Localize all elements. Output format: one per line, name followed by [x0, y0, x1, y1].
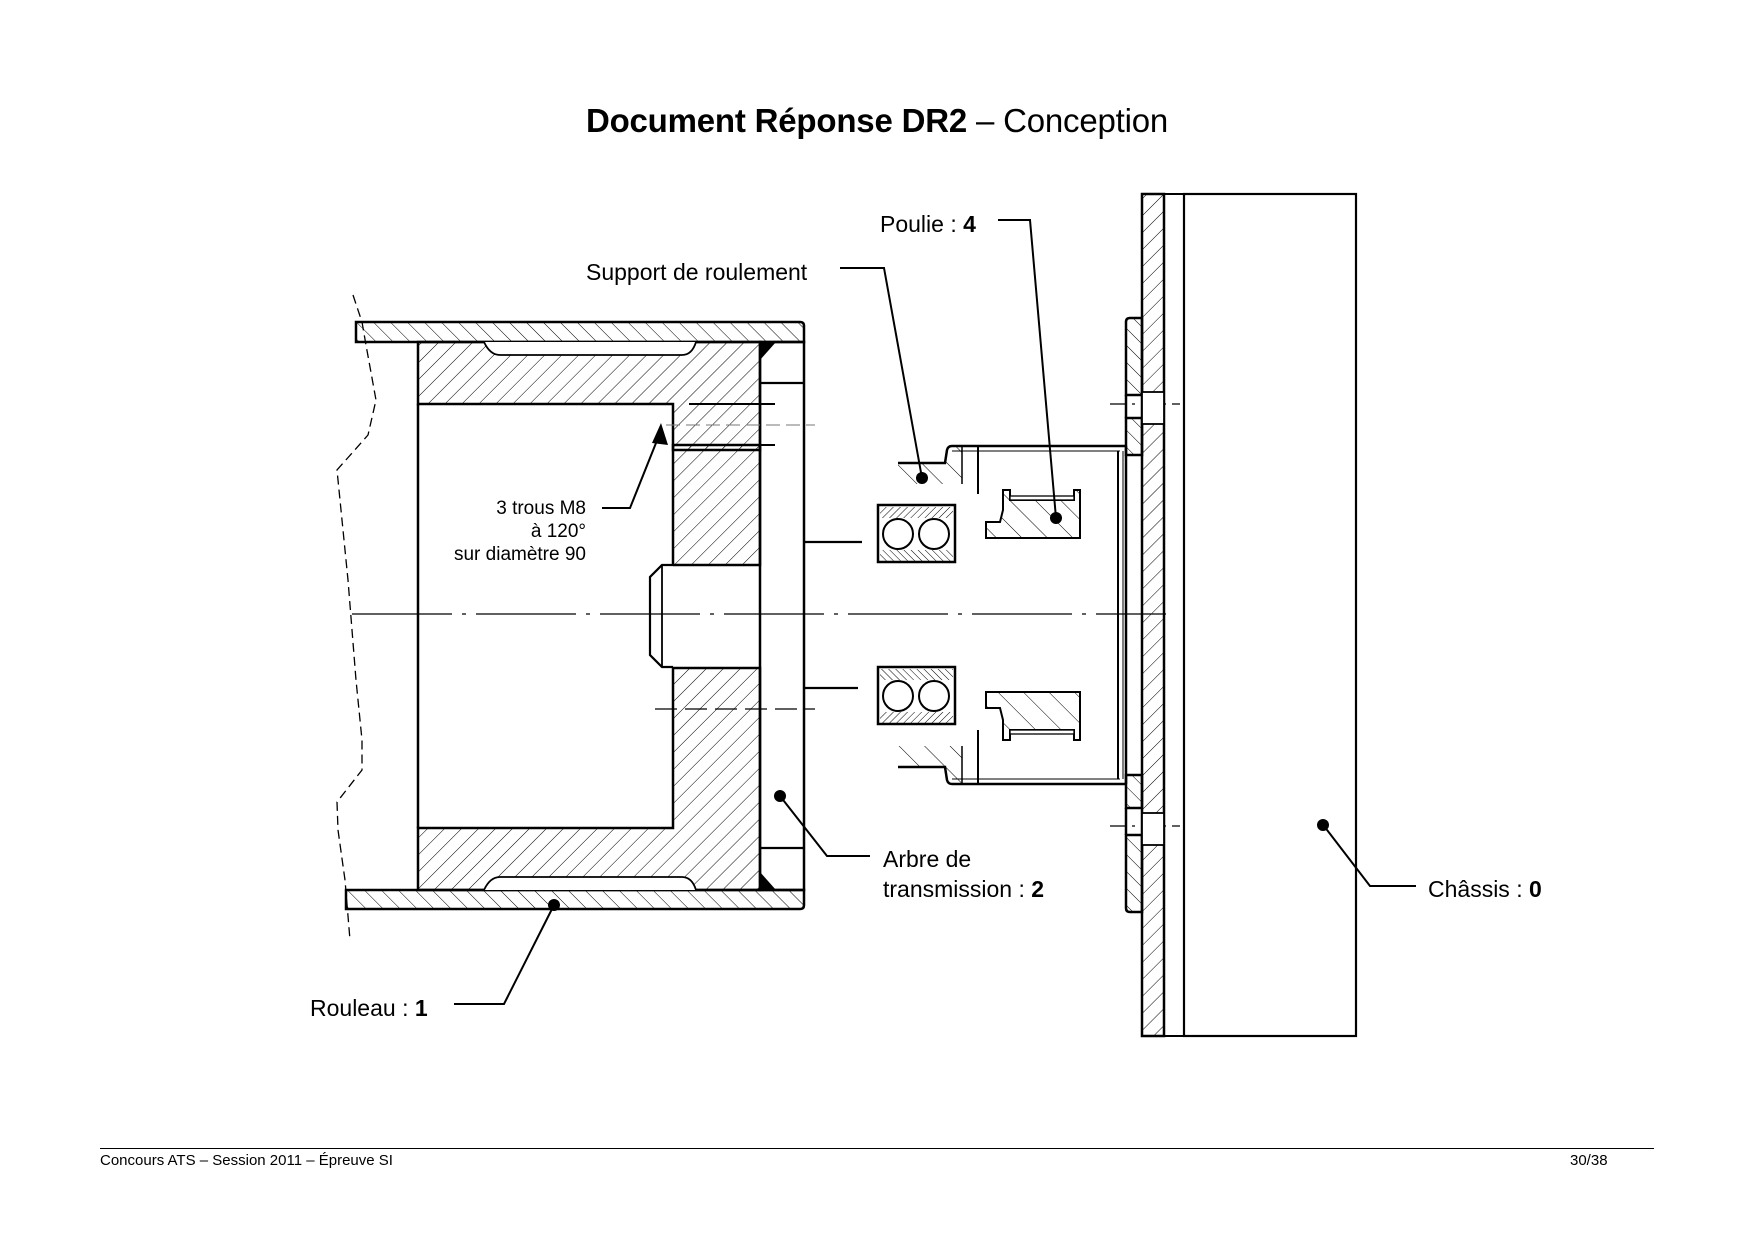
label-support-roulement: Support de roulement [586, 257, 807, 287]
title-bold: Document Réponse DR2 [585, 102, 967, 139]
roller-part-1 [336, 294, 806, 941]
label-poulie-number: 4 [963, 211, 976, 237]
shaft-part-2 [655, 340, 862, 892]
fixing-plate [1110, 316, 1180, 914]
label-arbre-line2: transmission : [883, 876, 1032, 902]
label-rouleau: Rouleau : 1 [310, 993, 428, 1023]
label-chassis: Châssis : 0 [1428, 874, 1542, 904]
label-rouleau-number: 1 [414, 995, 428, 1021]
label-arbre-number: 2 [1031, 876, 1045, 902]
bearing-support [898, 444, 1128, 786]
note-line-1: 3 trous M8 [496, 498, 586, 519]
hub-flange [416, 340, 776, 892]
label-chassis-number: 0 [1528, 876, 1542, 902]
footer-page-number: 30/38 [1570, 1152, 1608, 1169]
label-chassis-text: Châssis : [1428, 876, 1529, 902]
leader-lines [454, 219, 1416, 1005]
bearing-upper [876, 503, 957, 564]
note-line-2: à 120° [530, 521, 586, 542]
label-support-text: Support de roulement [586, 259, 808, 285]
footer-exam-info: Concours ATS – Session 2011 – Épreuve SI [100, 1152, 393, 1169]
note-line-3: sur diamètre 90 [453, 544, 586, 565]
page-title: Document Réponse DR2 – Conception [0, 102, 1754, 140]
label-poulie: Poulie : 4 [880, 209, 976, 239]
title-rest: – Conception [967, 102, 1169, 139]
label-arbre-line1: Arbre de [883, 846, 972, 872]
bearing-lower [876, 665, 957, 726]
footer-divider [100, 1148, 1654, 1149]
pulley-part-4 [985, 489, 1081, 741]
label-poulie-text: Poulie : [880, 211, 964, 237]
chassis-part-0 [1140, 192, 1358, 1038]
label-arbre-transmission: Arbre de transmission : 2 [883, 844, 1044, 904]
note-trous-m8: 3 trous M8 à 120° sur diamètre 90 [430, 497, 586, 566]
label-rouleau-text: Rouleau : [310, 995, 415, 1021]
